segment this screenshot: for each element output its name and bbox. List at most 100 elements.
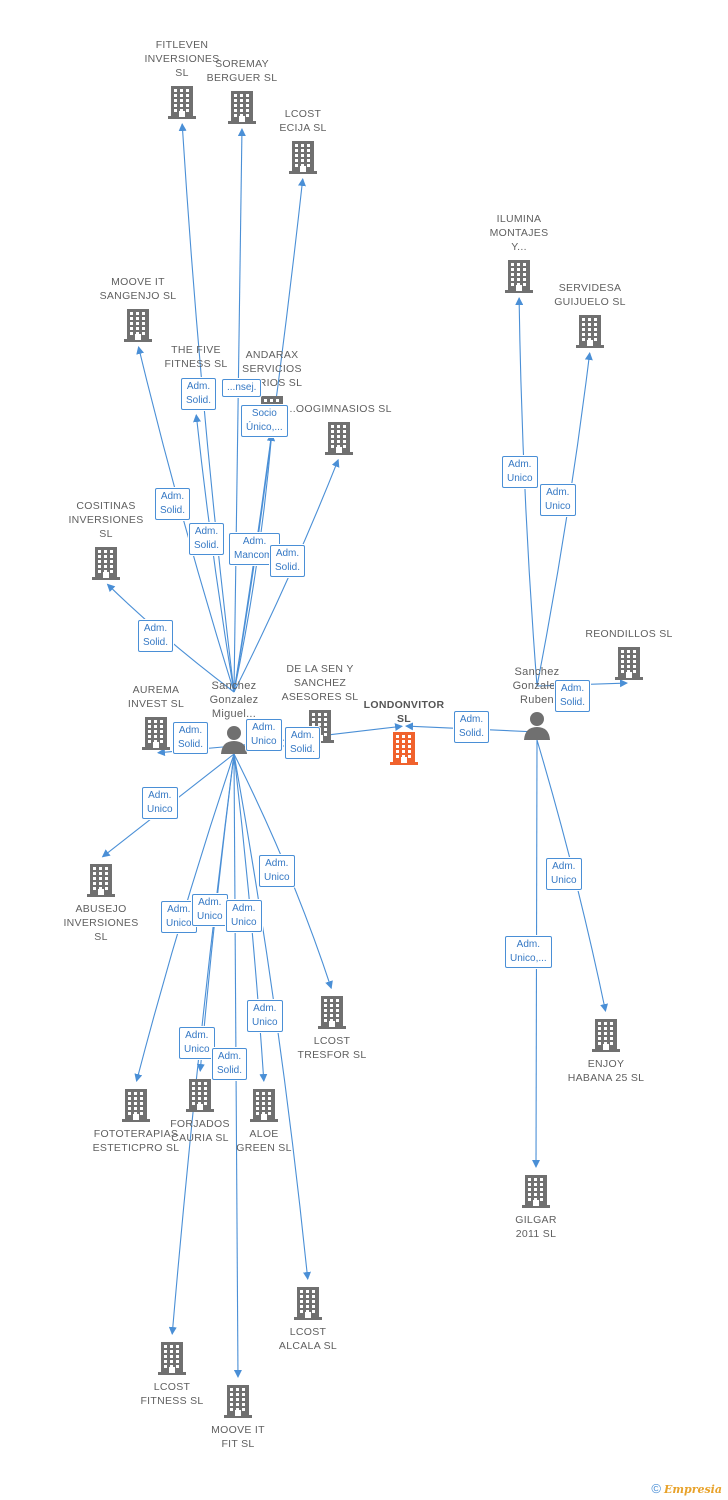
building-icon [324, 420, 354, 461]
node-label: MOOVE IT FIT SL [211, 1424, 265, 1450]
building-icon [389, 730, 419, 771]
person-icon [220, 725, 248, 760]
role-badge-ilumina[interactable]: Adm. Unico [502, 456, 538, 488]
company-node-soremay[interactable]: SOREMAY BERGUER SL [187, 57, 297, 124]
company-node-forjados[interactable]: FORJADOS CAURIA SL [145, 1077, 255, 1145]
building-icon [141, 715, 171, 756]
building-icon [317, 994, 347, 1035]
role-badge-servidesa[interactable]: Adm. Unico [540, 484, 576, 516]
role-badge-five[interactable]: Adm. Solid. [181, 378, 217, 410]
relation-edge-ruben-ilumina [515, 296, 538, 687]
building-icon [123, 307, 153, 348]
role-badge-aloe[interactable]: Adm. Unico [226, 900, 262, 932]
role-badge-abusejo[interactable]: Adm. Unico [142, 787, 178, 819]
company-node-ecogimnasios[interactable]: ...OOGIMNASIOS SL [284, 402, 394, 455]
role-badge-tresfor[interactable]: Adm. Unico [259, 855, 295, 887]
relation-edge-miguel-soremay [233, 128, 246, 693]
role-badge-lcfit[interactable]: Adm. Unico [179, 1027, 215, 1059]
building-icon [293, 1285, 323, 1326]
role-badge-cositinas[interactable]: Adm. Solid. [138, 620, 174, 652]
company-node-cositinas[interactable]: COSITINAS INVERSIONES SL [51, 499, 161, 580]
role-badge-gilgar[interactable]: Adm. Unico,... [505, 936, 552, 968]
node-label: LCOST ALCALA SL [278, 1326, 338, 1352]
role-badge-ecogim[interactable]: Adm. Solid. [270, 545, 306, 577]
company-node-lcost_fitness[interactable]: LCOST FITNESS SL [117, 1340, 227, 1408]
company-node-lcost_ecija[interactable]: LCOST ECIJA SL [248, 107, 358, 174]
node-label: LONDONVITOR SL [363, 699, 445, 725]
role-badge-moove_sang[interactable]: Adm. Solid. [155, 488, 191, 520]
node-label: Sanchez Gonzalez Miguel... [209, 680, 259, 720]
role-badge-alcala[interactable]: Adm. Unico [247, 1000, 283, 1032]
building-icon [614, 645, 644, 686]
role-badge-delasen[interactable]: Adm. Unico [246, 719, 282, 751]
empresia-brand[interactable]: ©Empresia [651, 1481, 722, 1496]
node-label: ALOE GREEN SL [236, 1128, 292, 1154]
role-badge-enjoy[interactable]: Adm. Unico [546, 858, 582, 890]
building-icon [91, 545, 121, 586]
node-label: ...OOGIMNASIOS SL [286, 403, 392, 415]
building-icon [223, 1383, 253, 1424]
node-label: COSITINAS INVERSIONES SL [68, 500, 144, 540]
role-badge-consej[interactable]: ...nsej. [222, 379, 262, 397]
node-label: AUREMA INVEST SL [127, 684, 185, 710]
company-node-servidesa[interactable]: SERVIDESA GUIJUELO SL [535, 281, 645, 348]
role-badge-forj[interactable]: Adm. Unico [192, 894, 228, 926]
company-node-abusejo[interactable]: ABUSEJO INVERSIONES SL [46, 862, 156, 944]
person-icon [523, 711, 551, 746]
role-badge-center_r[interactable]: Adm. Solid. [454, 711, 490, 743]
building-icon [591, 1017, 621, 1058]
node-label: GILGAR 2011 SL [515, 1214, 557, 1240]
company-node-gilgar[interactable]: GILGAR 2011 SL [481, 1173, 591, 1241]
role-badge-moovefit[interactable]: Adm. Solid. [212, 1048, 248, 1080]
company-node-aloe[interactable]: ALOE GREEN SL [209, 1087, 319, 1155]
building-icon [249, 1087, 279, 1128]
building-icon [227, 89, 257, 130]
node-label: REONDILLOS SL [585, 628, 673, 640]
building-icon [521, 1173, 551, 1214]
person-node-ruben[interactable]: Sanchez Gonzalez Ruben [482, 665, 592, 740]
node-label: Sanchez Gonzalez Ruben [512, 666, 562, 706]
relation-edge-ruben-servidesa [536, 351, 593, 687]
building-icon [86, 862, 116, 903]
node-label: FITLEVEN INVERSIONES SL [144, 39, 220, 79]
building-icon [504, 258, 534, 299]
company-node-enjoy[interactable]: ENJOY HABANA 25 SL [551, 1017, 661, 1085]
company-node-moove_fit[interactable]: MOOVE IT FIT SL [183, 1383, 293, 1451]
company-node-reondillos[interactable]: REONDILLOS SL [574, 627, 684, 680]
role-badge-reondillos[interactable]: Adm. Solid. [555, 680, 591, 712]
role-badge-center_m[interactable]: Adm. Solid. [285, 727, 321, 759]
person-node-miguel[interactable]: Sanchez Gonzalez Miguel... [179, 679, 289, 754]
node-label: ABUSEJO INVERSIONES SL [63, 903, 139, 943]
node-label: FOTOTERAPIAS ESTETICPRO SL [92, 1128, 180, 1154]
node-label: THE FIVE FITNESS SL [164, 344, 228, 370]
building-icon [288, 139, 318, 180]
node-label: ILUMINA MONTAJES Y... [489, 213, 549, 253]
node-label: SERVIDESA GUIJUELO SL [554, 282, 626, 308]
company-node-moove_sangenjo[interactable]: MOOVE IT SANGENJO SL [83, 275, 193, 342]
node-label: MOOVE IT SANGENJO SL [99, 276, 177, 302]
node-label: FORJADOS CAURIA SL [170, 1118, 230, 1144]
company-node-lcost_tresfor[interactable]: LCOST TRESFOR SL [277, 994, 387, 1062]
node-label: LCOST TRESFOR SL [297, 1035, 367, 1061]
building-icon [121, 1087, 151, 1128]
node-label: LCOST FITNESS SL [140, 1381, 204, 1407]
company-node-fitleven[interactable]: FITLEVEN INVERSIONES SL [127, 38, 237, 119]
role-badge-aurema[interactable]: Adm. Solid. [173, 722, 209, 754]
node-label: ENJOY HABANA 25 SL [567, 1058, 645, 1084]
role-badge-fitleven[interactable]: Adm. Solid. [189, 523, 225, 555]
company-node-lcost_alcala[interactable]: LCOST ALCALA SL [253, 1285, 363, 1353]
copyright-icon: © [651, 1481, 661, 1496]
node-label: DE LA SEN Y SANCHEZ ASESORES SL [281, 663, 359, 703]
node-label: LCOST ECIJA SL [279, 108, 327, 134]
company-node-aurema[interactable]: AUREMA INVEST SL [101, 683, 211, 750]
role-badge-socio[interactable]: Socio Único,... [241, 405, 288, 437]
center-company-node[interactable]: LONDONVITOR SL [349, 698, 459, 765]
company-node-fototerapias[interactable]: FOTOTERAPIAS ESTETICPRO SL [81, 1087, 191, 1155]
empresia-logo: Empresia [663, 1483, 722, 1496]
company-node-ilumina[interactable]: ILUMINA MONTAJES Y... [464, 212, 574, 293]
building-icon [185, 1077, 215, 1118]
node-label: SOREMAY BERGUER SL [206, 58, 278, 84]
building-icon [575, 313, 605, 354]
